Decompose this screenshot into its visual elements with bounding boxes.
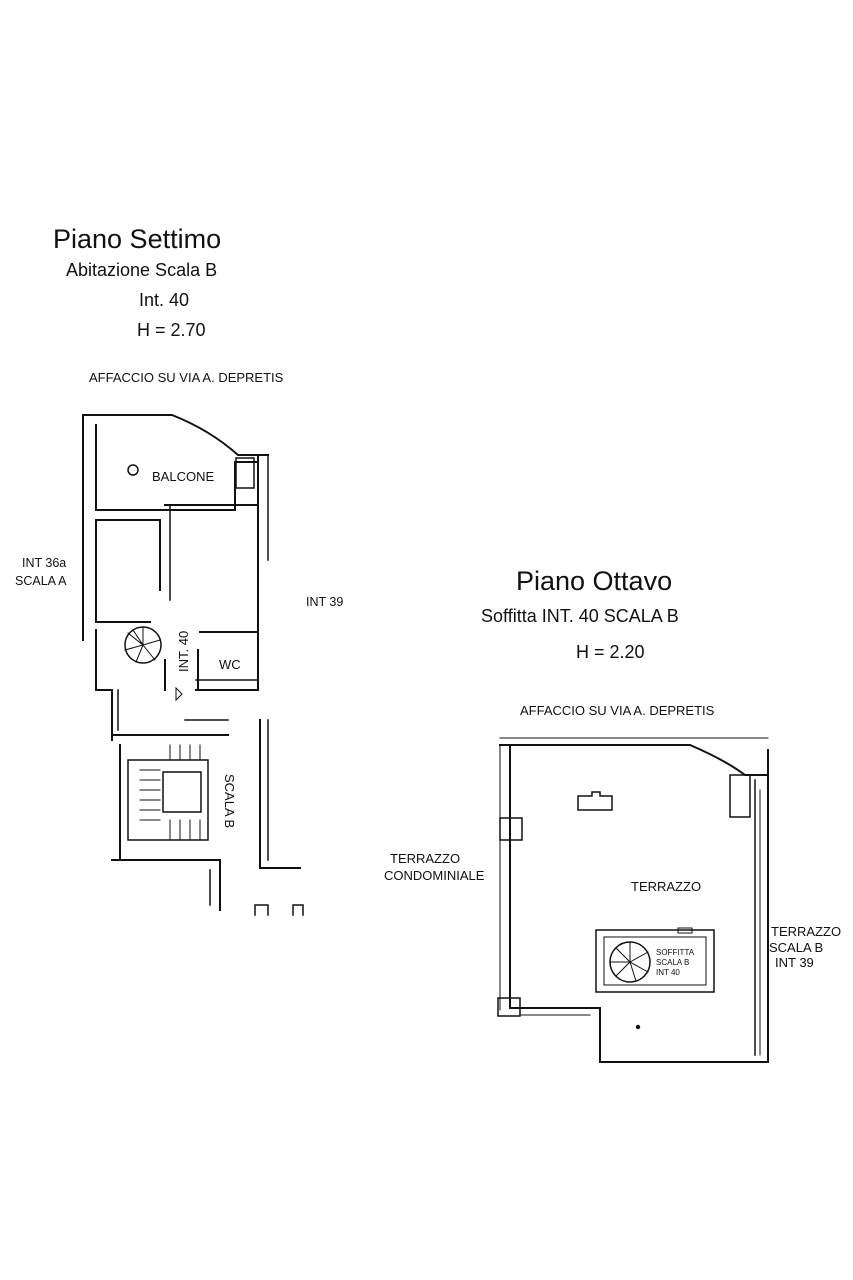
floor7-title: Piano Settimo	[53, 224, 222, 254]
floor8-facing: AFFACCIO SU VIA A. DEPRETIS	[520, 703, 715, 718]
neighbor-scala-a: SCALA A	[15, 574, 67, 588]
floor8-subtitle: Soffitta INT. 40 SCALA B	[481, 606, 679, 626]
stair-scala-b: SCALA B	[222, 774, 237, 829]
room-wc: WC	[219, 657, 241, 672]
floor8-plan	[497, 737, 769, 1063]
floor7-plan	[82, 414, 304, 916]
floor7-subtitle: Abitazione Scala B	[66, 260, 218, 280]
soffitta-label-3: INT 40	[656, 968, 680, 977]
room-int40: INT. 40	[176, 630, 191, 672]
neighbor-terrazzo-cond-2: CONDOMINIALE	[384, 868, 485, 883]
neighbor-terrazzo-scala-b-3: INT 39	[775, 955, 814, 970]
floor8-height: H = 2.20	[576, 642, 645, 662]
soffitta-label-2: SCALA B	[656, 958, 690, 967]
neighbor-int36a: INT 36a	[22, 556, 67, 570]
neighbor-terrazzo-scala-b-2: SCALA B	[769, 940, 824, 955]
room-balcone: BALCONE	[152, 469, 215, 484]
soffitta-label-1: SOFFITTA	[656, 948, 695, 957]
floor7-unit: Int. 40	[139, 290, 190, 310]
floor7-height: H = 2.70	[137, 320, 206, 340]
neighbor-terrazzo-cond-1: TERRAZZO	[390, 851, 461, 866]
floor7-facing: AFFACCIO SU VIA A. DEPRETIS	[89, 370, 284, 385]
neighbor-terrazzo-scala-b-1: TERRAZZO	[771, 924, 842, 939]
room-terrazzo: TERRAZZO	[631, 879, 702, 894]
floor8-title: Piano Ottavo	[516, 566, 673, 596]
neighbor-int39: INT 39	[306, 595, 344, 609]
